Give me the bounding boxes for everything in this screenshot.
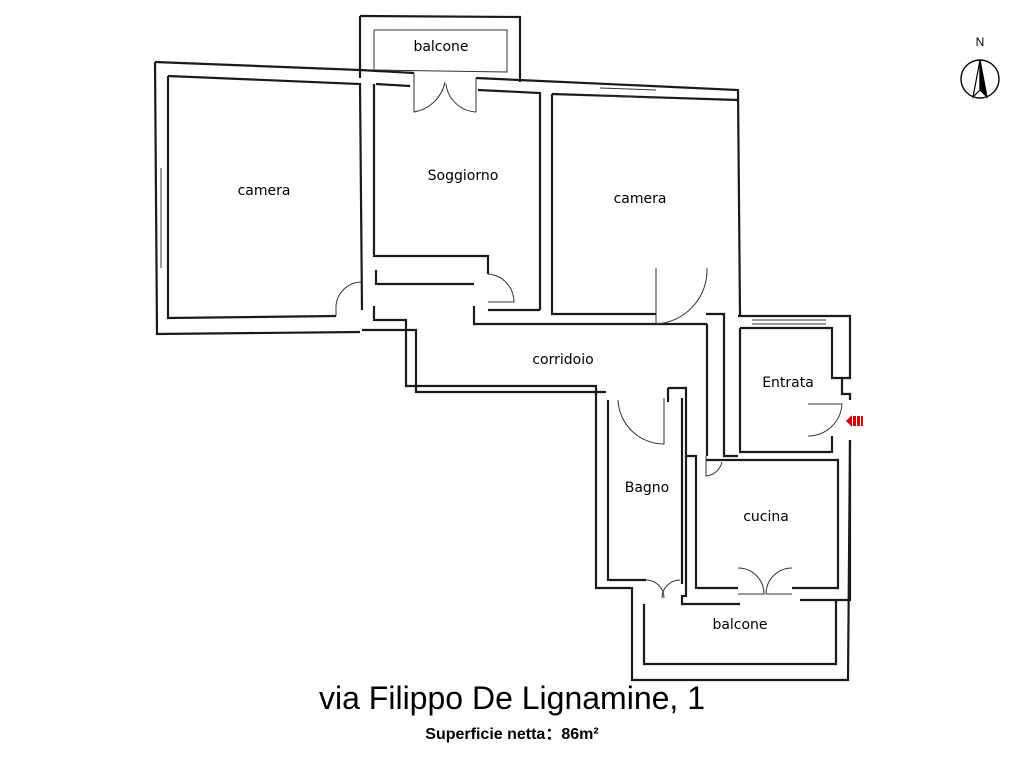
balcone-top-walls bbox=[358, 14, 522, 82]
cucina-walls bbox=[694, 440, 852, 602]
surface-area: Superficie netta：86m² bbox=[425, 726, 599, 743]
soggiorno-walls bbox=[359, 68, 742, 316]
room-label-entrata: Entrata bbox=[762, 375, 814, 391]
camera-right-walls bbox=[550, 87, 739, 326]
entrata-walls bbox=[738, 314, 852, 454]
camera-left-walls bbox=[153, 60, 364, 336]
room-label-camera-right: camera bbox=[614, 191, 667, 207]
door-swings bbox=[335, 73, 843, 599]
north-arrow-icon: N bbox=[960, 35, 1000, 99]
entrance-arrow-icon bbox=[846, 415, 863, 427]
room-label-balcone-bottom: balcone bbox=[712, 617, 767, 633]
room-label-camera-left: camera bbox=[238, 183, 291, 199]
address-title: via Filippo De Lignamine, 1 bbox=[319, 680, 705, 716]
room-label-soggiorno: Soggiorno bbox=[428, 168, 499, 184]
bagno-walls bbox=[594, 386, 852, 682]
room-label-bagno: Bagno bbox=[625, 480, 670, 496]
balcone-bottom-walls bbox=[642, 598, 838, 666]
room-label-corridoio: corridoio bbox=[532, 352, 593, 368]
compass-label: N bbox=[976, 35, 985, 49]
room-label-balcone-top: balcone bbox=[413, 39, 468, 55]
corridoio-walls bbox=[362, 306, 738, 458]
room-label-cucina: cucina bbox=[743, 509, 789, 525]
